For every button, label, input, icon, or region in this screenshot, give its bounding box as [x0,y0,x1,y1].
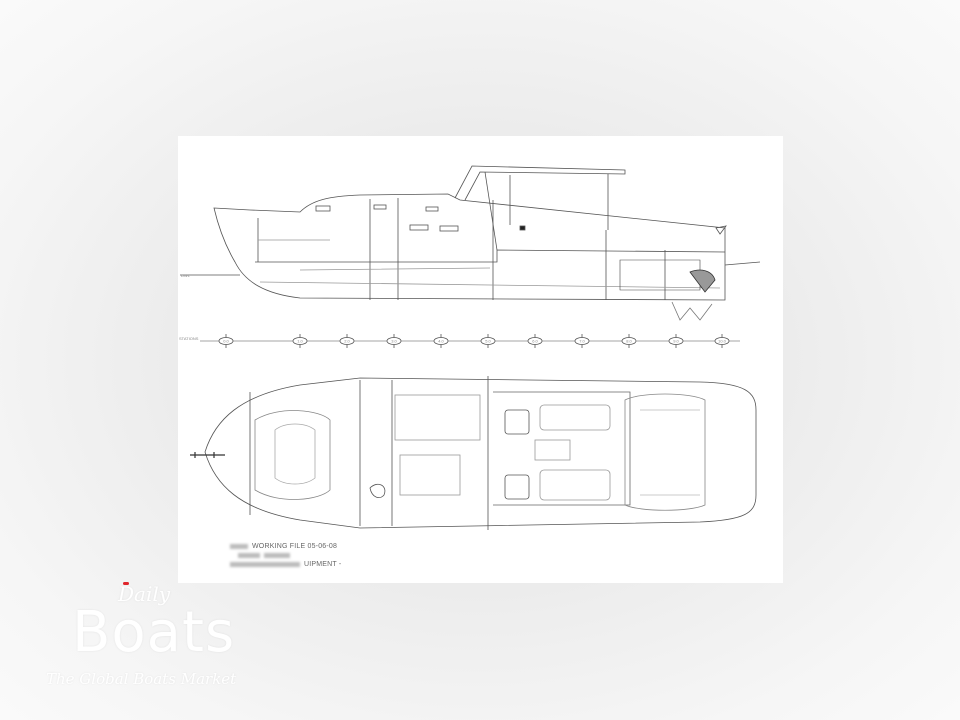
station-label: 6.0 [532,339,538,344]
station-label: 9.0 [673,339,679,344]
title-block-line3: UIPMENT - [304,561,342,568]
deck-line [255,249,726,263]
station-label: 10.0 [718,339,727,344]
station-label: 3.0 [391,339,397,344]
station-marker [292,337,308,345]
plan-view [190,376,757,530]
station-marker [574,337,590,345]
blurred-text [230,561,300,567]
station-label: 7.0 [579,339,585,344]
station-marker [714,337,730,345]
station-label: 1.0 [297,339,303,344]
stations-line: STATIONS 0.0 1.0 2.0 3.0 4.0 5.0 6.0 7.0 8.0 9.0 1… [179,334,740,348]
station-marker [480,337,496,345]
dwl-label: DWL [181,273,191,278]
hull-profile [213,193,726,301]
station-label: 8.0 [626,339,632,344]
station-label: 4.0 [438,339,444,344]
station-label: 2.0 [344,339,350,344]
blurred-text [238,552,260,558]
profile-view: DWL [180,165,761,321]
station-label: 0.0 [223,339,229,344]
station-marker [527,337,543,345]
watermark-boats: Boats [72,600,236,665]
stations-label: STATIONS [179,336,199,341]
hull-plan [204,377,757,529]
station-marker [621,337,637,345]
station-marker [668,337,684,345]
station-marker [386,337,402,345]
station-label: 5.0 [485,339,491,344]
title-block: WORKING FILE 05-06-08 UIPMENT - [230,542,341,569]
title-block-line1: WORKING FILE 05-06-08 [252,543,338,550]
station-marker [218,337,234,345]
blurred-text [230,543,248,549]
blurred-text [264,552,290,558]
station-marker [433,337,449,345]
watermark-daily: Daily [118,582,171,606]
watermark-tagline: The Global Boats Market [46,670,237,688]
hardtop [454,165,626,201]
station-marker [339,337,355,345]
boat-plan-drawing [178,136,783,583]
logo-accent-mark [123,582,129,585]
